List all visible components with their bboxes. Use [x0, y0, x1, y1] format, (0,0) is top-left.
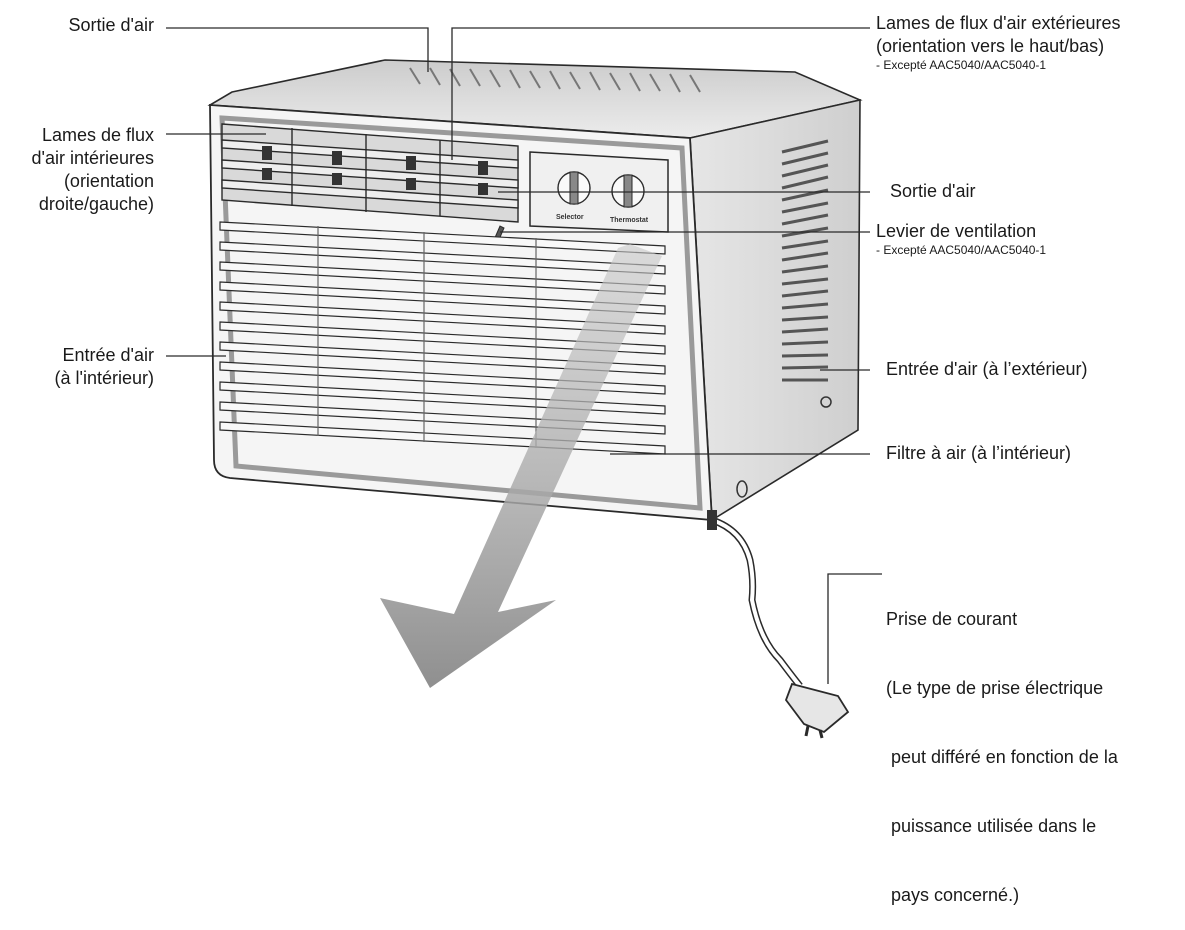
selector-knob-icon — [557, 171, 591, 205]
power-plug-line-2: (Le type de prise électrique — [886, 678, 1104, 698]
thermostat-text: Thermostat — [610, 217, 649, 224]
leader-lines — [166, 27, 882, 684]
outer-louvers-line-1: Lames de flux d'air extérieures — [876, 13, 1121, 33]
label-air-outlet-right: Sortie d'air — [890, 181, 976, 201]
power-cord — [710, 516, 803, 689]
label-vent-lever: Levier de ventilation - Excepté AAC5040/… — [876, 221, 1047, 257]
inner-louvers-line-1: Lames de flux — [41, 125, 154, 145]
side-screw-icon — [820, 396, 832, 408]
power-plug-line-1: Prise de courant — [886, 609, 1018, 629]
air-inlet-inside-line-1: Entrée d'air — [62, 345, 155, 365]
power-cord-inner — [711, 518, 802, 688]
inner-louvers-line-2: d'air intérieures — [31, 148, 155, 168]
louver-dark-slots — [262, 146, 488, 195]
label-power-plug: Prise de courant (Le type de prise élect… — [886, 562, 1118, 930]
thermostat-knob-icon — [611, 174, 645, 208]
label-air-filter: Filtre à air (à l’intérieur) — [886, 443, 1072, 463]
power-plug-line-4: puissance utilisée dans le — [886, 816, 1097, 836]
outer-louvers-line-2: (orientation vers le haut/bas) — [876, 36, 1105, 56]
power-plug-line-5: pays concerné.) — [886, 885, 1020, 905]
air-conditioner-diagram: Selector Thermostat — [166, 27, 882, 739]
label-outer-louvers: Lames de flux d'air extérieures (orienta… — [876, 12, 1121, 73]
louver-icon — [221, 128, 519, 216]
label-air-inlet-inside: Entrée d'air (à l'intérieur) — [55, 344, 154, 390]
label-inner-louvers: Lames de flux d'air intérieures (orienta… — [32, 124, 155, 216]
power-plug-line-3: peut différé en fonction de la — [886, 747, 1118, 767]
plug-icon — [784, 682, 850, 739]
unit-side-panel — [689, 99, 861, 522]
outer-louvers-note: - Excepté AAC5040/AAC5040-1 — [876, 58, 1047, 72]
grille-dividers — [317, 226, 537, 448]
inner-louvers-line-4: droite/gauche) — [38, 194, 154, 214]
side-hole-icon — [736, 480, 748, 498]
selector-text: Selector — [556, 214, 584, 221]
cord-clip — [707, 510, 717, 530]
inner-louvers-line-3: (orientation — [63, 171, 154, 191]
airflow-arrow-icon — [380, 244, 662, 688]
vent-lever-note: - Excepté AAC5040/AAC5040-1 — [876, 243, 1047, 257]
label-air-outlet-top: Sortie d'air — [68, 15, 154, 35]
label-air-inlet-outside: Entrée d'air (à l’extérieur) — [886, 359, 1088, 379]
top-grille-icon — [409, 67, 701, 93]
air-inlet-inside-line-2: (à l'intérieur) — [54, 368, 154, 388]
side-grille-icon — [781, 139, 829, 382]
